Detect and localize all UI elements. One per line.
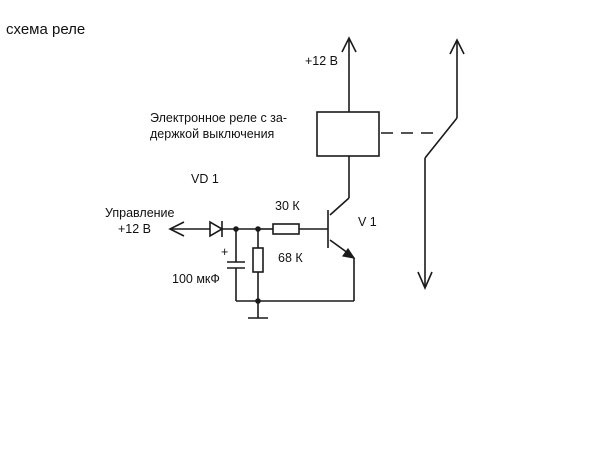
resistor-68k-label: 68 К — [278, 251, 303, 265]
resistor-30k-label: 30 К — [275, 199, 300, 213]
switch-upper-arrow-icon — [449, 38, 465, 55]
resistor-68k — [252, 247, 264, 273]
transistor-label: V 1 — [358, 215, 377, 229]
capacitor-label: 100 мкФ — [172, 272, 220, 286]
resistor-30k — [272, 223, 300, 235]
schematic-title: схема реле — [6, 21, 85, 38]
collector-wire — [329, 197, 350, 216]
switch-lower-arrow-icon — [417, 271, 433, 290]
control-label-line2: +12 В — [118, 222, 151, 236]
capacitor-plus-label: + — [221, 245, 228, 259]
control-label-line1: Управление — [105, 206, 175, 220]
emitter-stub — [351, 255, 355, 259]
emitter-arrow-icon — [341, 247, 356, 259]
relay-label-line2: держкой выключения — [150, 127, 274, 141]
relay-coil — [316, 111, 380, 157]
diode-vd1 — [209, 220, 224, 238]
switch-contact — [424, 117, 458, 159]
diode-label: VD 1 — [191, 172, 219, 186]
relay-label-line1: Электронное реле с за- — [150, 111, 287, 125]
supply-arrow-icon — [341, 36, 357, 53]
supply-label: +12 В — [305, 54, 338, 68]
control-arrow-icon — [168, 221, 185, 237]
